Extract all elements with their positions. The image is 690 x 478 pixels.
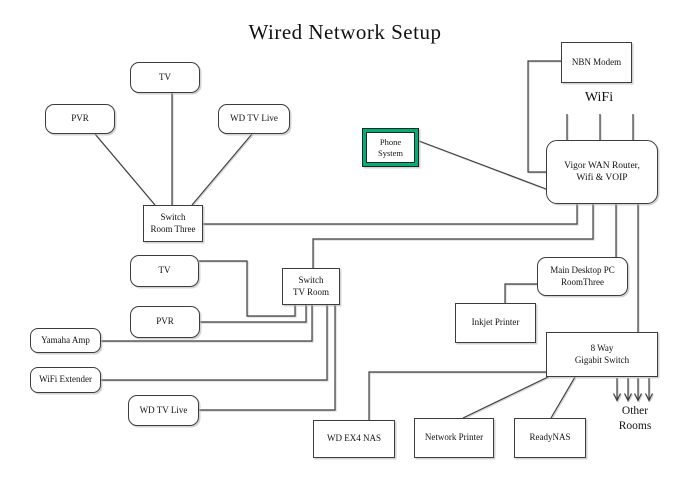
node-nbn-modem: NBN Modem: [561, 42, 632, 83]
node-wd-ex4-nas: WD EX4 NAS: [313, 420, 395, 458]
node-phone-system: Phone System: [366, 132, 415, 163]
node-tv-room-three: TV: [130, 62, 200, 93]
node-network-printer: Network Printer: [414, 418, 494, 458]
node-tv-tv-room: TV: [130, 255, 199, 287]
wire-yamaha: [101, 305, 313, 342]
node-main-desktop-pc: Main Desktop PC RoomThree: [537, 257, 628, 296]
wire-wdtvlive-mid: [199, 305, 336, 411]
wire-nbn-router: [527, 60, 561, 173]
node-switch-tv-room: Switch TV Room: [282, 268, 340, 305]
node-pvr-tv-room: PVR: [130, 306, 200, 338]
wire-wdex4-gigabit: [368, 371, 546, 420]
wire-wdtvlive-top: [191, 133, 253, 206]
wire-tv-mid: [199, 260, 296, 317]
node-gigabit-switch: 8 Way Gigabit Switch: [546, 332, 658, 377]
other-rooms-arrows: [612, 378, 654, 402]
node-yamaha-amp: Yamaha Amp: [30, 328, 101, 353]
wifi-antenna-lines: [566, 114, 634, 140]
node-vigor-router: Vigor WAN Router, Wifi & VOIP: [546, 140, 658, 204]
wire-router-switch-room-three: [203, 204, 578, 225]
wire-networkprinter-gigabit: [462, 376, 549, 419]
node-readynas: ReadyNAS: [514, 418, 586, 458]
other-rooms-label: Other Rooms: [618, 405, 652, 432]
wire-readynas-gigabit: [550, 376, 576, 419]
wire-pc-inkjet: [504, 283, 537, 303]
wire-pvr-top: [94, 133, 156, 206]
wire-pvr-mid: [200, 305, 307, 323]
node-inkjet-printer: Inkjet Printer: [455, 303, 536, 343]
phone-system-frame: Phone System: [362, 128, 419, 167]
wire-wifi-extender: [101, 305, 328, 381]
node-pvr-room-three: PVR: [45, 104, 115, 134]
wire-phone-router: [418, 140, 547, 190]
node-wd-tv-live-tv-room: WD TV Live: [128, 395, 199, 426]
wifi-label: WiFi: [584, 90, 614, 105]
node-wifi-extender: WiFi Extender: [30, 367, 101, 393]
node-switch-room-three: Switch Room Three: [143, 205, 203, 242]
node-wd-tv-live-room-three: WD TV Live: [218, 104, 290, 134]
diagram-title: Wired Network Setup: [248, 20, 442, 44]
wire-router-switch-tv-room: [312, 204, 594, 268]
